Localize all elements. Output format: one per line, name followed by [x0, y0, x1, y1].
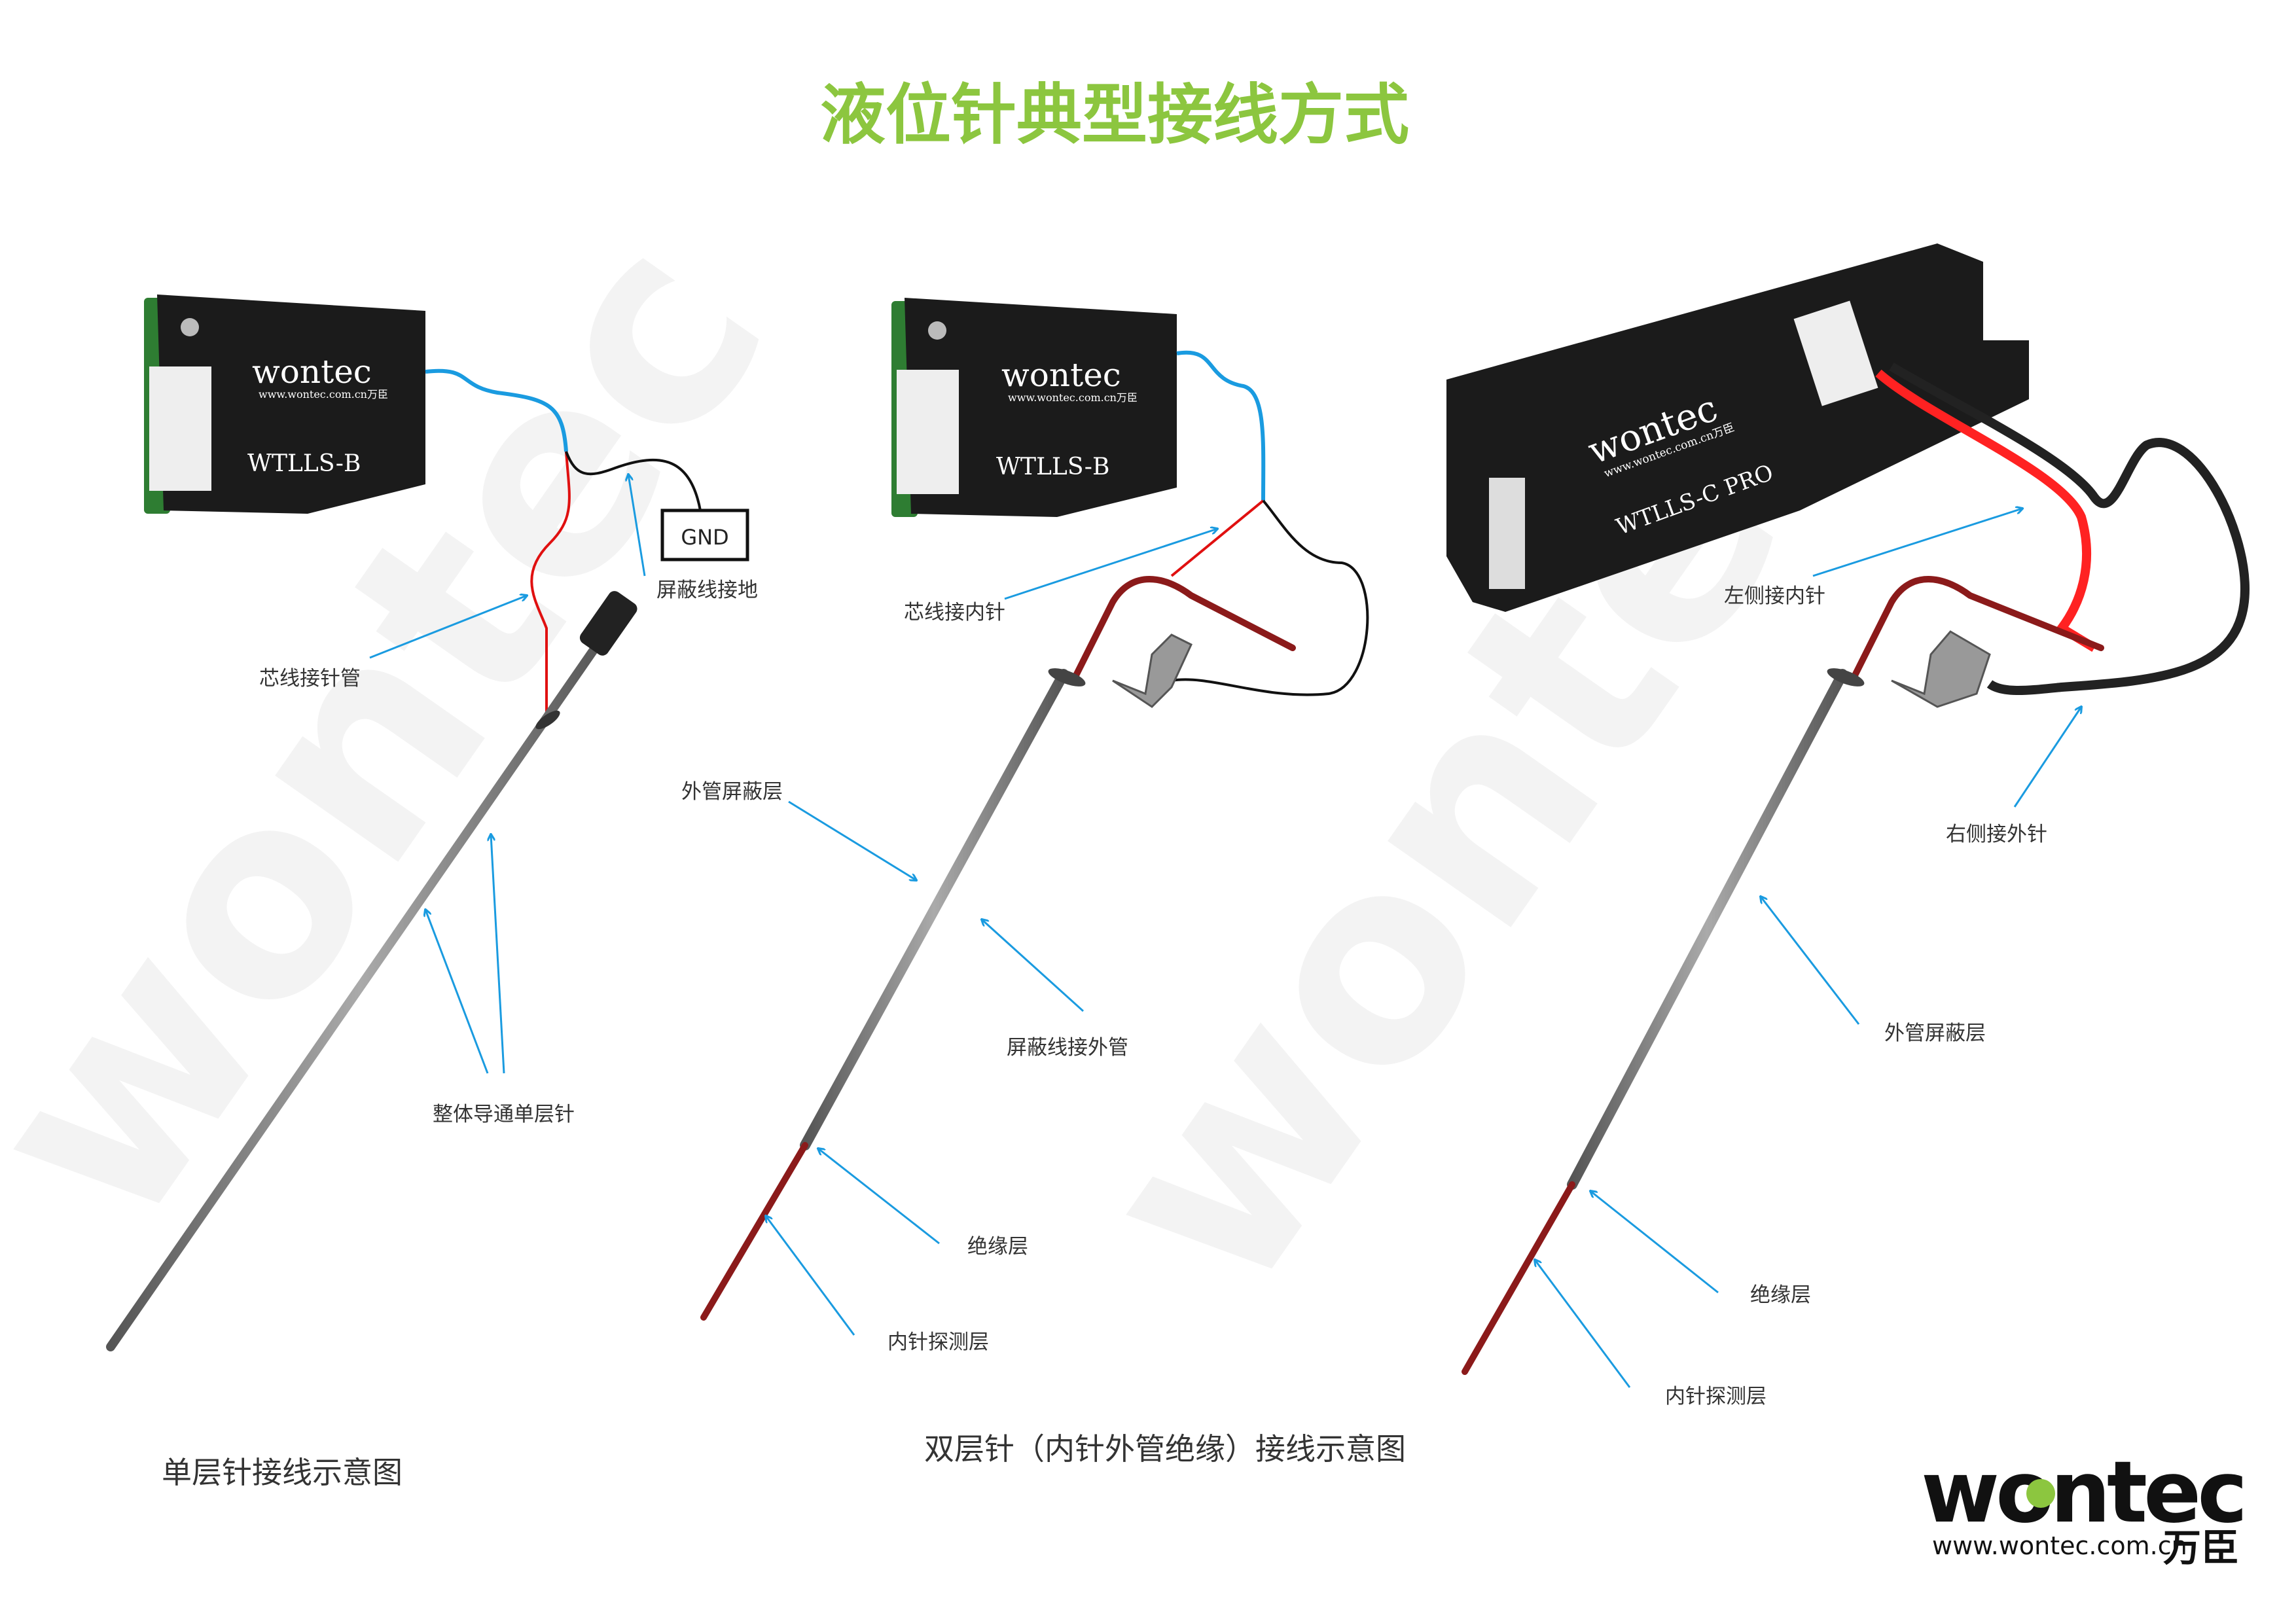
module-brand: wontec — [252, 353, 372, 391]
black-wire — [1889, 362, 2250, 695]
callout-arrow — [491, 834, 505, 1074]
connector-icon — [149, 366, 211, 491]
callout-arrow — [1812, 508, 2022, 577]
callout-arrow — [818, 1149, 940, 1245]
callout-arrow — [628, 474, 646, 577]
label-left-inner: 左侧接内针 — [1724, 584, 1825, 608]
black-shield-wire — [1171, 499, 1369, 696]
label-shield-outer: 屏蔽线接外管 — [1007, 1036, 1128, 1060]
callout-arrow — [369, 596, 527, 659]
label-core-inner: 芯线接内针 — [904, 601, 1005, 624]
callout-arrow — [766, 1216, 855, 1336]
caption-double: 双层针（内针外管绝缘）接线示意图 — [924, 1431, 1406, 1467]
label-core-to-tube: 芯线接针管 — [259, 667, 361, 690]
label-right-outer: 右侧接外针 — [1946, 823, 2047, 846]
label-insulation: 绝缘层 — [1750, 1283, 1811, 1307]
module-model: WTLLS-B — [996, 454, 1109, 480]
caption-single: 单层针接线示意图 — [162, 1455, 403, 1490]
callout-arrow — [1761, 897, 1860, 1025]
blue-cable — [425, 368, 568, 452]
callout-arrow — [1590, 1191, 1719, 1294]
logo-swirl-icon — [2026, 1479, 2055, 1508]
red-core-wire — [530, 451, 571, 713]
red-core-wire — [1170, 499, 1265, 577]
logo-url: www.wontec.com.cn — [1932, 1531, 2187, 1560]
module-wtlls-b-double: wontec www.wontec.com.cn万臣 WTLLS-B — [891, 298, 1177, 517]
module-url: www.wontec.com.cn万臣 — [259, 388, 388, 401]
pro-double-layer-probe — [1462, 576, 2104, 1375]
red-wire — [1875, 369, 2097, 652]
callout-arrow — [425, 910, 489, 1074]
gnd-label: GND — [681, 525, 728, 550]
blue-cable — [1176, 350, 1266, 501]
callout-arrow — [2013, 707, 2081, 808]
module-brand: wontec — [1001, 356, 1121, 394]
label-outer-shield: 外管屏蔽层 — [681, 780, 783, 804]
module-url: www.wontec.com.cn万臣 — [1008, 391, 1138, 404]
connector-icon — [897, 370, 959, 494]
connector-icon — [1793, 300, 1878, 406]
label-inner-probe: 内针探测层 — [888, 1330, 989, 1354]
label-single-layer: 整体导通单层针 — [433, 1103, 575, 1126]
logo-cn: 万臣 — [2163, 1525, 2239, 1570]
callout-arrow — [1004, 529, 1217, 600]
gnd-box — [660, 508, 749, 562]
module-wtlls-c-pro: wontec www.wontec.com.cn万臣 WTLLS-C PRO — [1446, 243, 2029, 612]
label-insulation: 绝缘层 — [967, 1235, 1028, 1258]
wontec-logo: wontec www.wontec.com.cn 万臣 — [1921, 1442, 2248, 1570]
label-inner-probe: 内针探测层 — [1665, 1385, 1767, 1408]
mount-hole-icon — [181, 318, 199, 336]
page-title: 液位针典型接线方式 — [820, 77, 1409, 153]
black-shield-wire — [565, 451, 702, 511]
module-model: WTLLS-B — [247, 450, 361, 477]
callout-arrow — [982, 919, 1085, 1012]
probe-knob-icon — [579, 591, 637, 656]
module-wtlls-b-single: wontec www.wontec.com.cn万臣 WTLLS-B — [144, 294, 425, 514]
callout-arrow — [788, 800, 916, 880]
callout-arrow — [1535, 1260, 1631, 1388]
logo-brand: wontec — [1921, 1442, 2244, 1542]
side-connector-icon — [1489, 478, 1525, 589]
label-shield-ground: 屏蔽线接地 — [656, 579, 758, 602]
label-outer-shield: 外管屏蔽层 — [1884, 1022, 1986, 1045]
single-layer-probe — [106, 591, 637, 1351]
mount-hole-icon — [928, 321, 946, 340]
double-layer-probe — [700, 576, 1296, 1321]
